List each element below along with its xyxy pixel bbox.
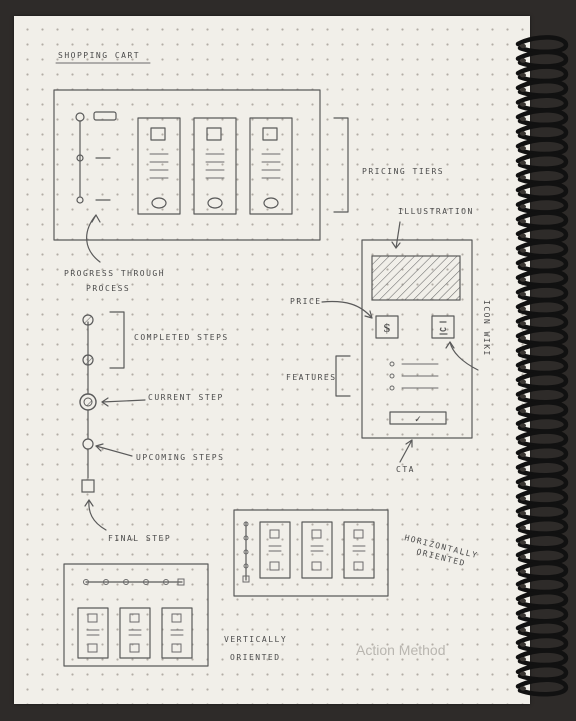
progress-label-line1: PROGRESS THROUGH — [64, 269, 165, 278]
pricing-tiers-bracket — [333, 117, 349, 213]
punch-hole — [520, 584, 526, 589]
punch-hole — [520, 102, 526, 107]
punch-hole — [520, 189, 526, 195]
punch-hole — [520, 540, 526, 545]
punch-hole — [520, 511, 526, 516]
punch-hole — [520, 394, 526, 399]
final-step-arrow — [88, 499, 107, 531]
punch-hole — [520, 321, 526, 326]
punch-hole — [520, 248, 526, 253]
upcoming-steps-label: UPCOMING STEPS — [136, 453, 224, 462]
illustration-label: ILLUSTRATION — [398, 207, 474, 216]
punch-hole — [520, 598, 526, 603]
tier-icon-arrow — [449, 341, 479, 371]
punch-hole — [520, 204, 526, 209]
punch-hole — [520, 408, 526, 414]
punch-hole — [520, 87, 526, 93]
progress-arrow — [86, 214, 101, 263]
punch-hole — [520, 627, 526, 633]
punch-hole — [520, 613, 526, 618]
wireframe-vertical — [63, 563, 209, 667]
dollar-icon: $ — [383, 321, 391, 335]
punch-hole — [520, 525, 526, 530]
price-arrow — [321, 300, 373, 319]
spiral-coil — [515, 677, 569, 697]
punch-hole — [520, 58, 526, 63]
illustration-arrow — [395, 221, 401, 249]
punch-hole — [520, 292, 526, 297]
punch-hole — [520, 642, 526, 647]
punch-hole — [520, 438, 526, 443]
punch-hole — [520, 365, 526, 370]
punch-hole — [520, 496, 526, 501]
brand-watermark: Action Method — [356, 642, 446, 658]
cta-label: CTA — [396, 465, 415, 474]
completed-steps-label: COMPLETED STEPS — [134, 333, 229, 342]
punch-hole — [520, 569, 526, 574]
punch-hole — [520, 146, 526, 151]
punch-hole — [520, 452, 526, 457]
punch-hole — [520, 116, 526, 122]
punch-hole — [520, 671, 526, 676]
current-step-arrow — [101, 399, 146, 403]
tier-card — [249, 117, 293, 215]
punch-hole — [520, 467, 526, 472]
punch-hole — [520, 43, 526, 49]
tier-icon-label: ICON WIKI — [482, 300, 491, 357]
vertically-label-line1: VERTICALLY — [224, 635, 287, 644]
punch-hole — [520, 233, 526, 238]
punch-hole — [520, 379, 526, 384]
punch-hole — [520, 219, 526, 224]
punch-hole — [520, 554, 526, 560]
final-step-label: FINAL STEP — [108, 534, 171, 543]
punch-hole — [520, 686, 526, 691]
completed-steps-bracket — [109, 311, 125, 369]
notebook-page — [14, 16, 530, 704]
punch-hole — [520, 277, 526, 282]
wireframe-horizontal — [233, 509, 389, 597]
punch-hole — [520, 131, 526, 136]
punch-hole — [520, 350, 526, 355]
current-step-label: CURRENT STEP — [148, 393, 224, 402]
wireframe-main — [53, 89, 321, 241]
vertically-label-line2: ORIENTED — [230, 653, 281, 662]
tier-card — [193, 117, 237, 215]
punch-hole — [520, 335, 526, 341]
price-label: PRICE — [290, 297, 322, 306]
tier-card — [137, 117, 181, 215]
punch-hole — [520, 306, 526, 311]
progress-label-line2: PROCESS — [86, 284, 130, 293]
punch-hole — [520, 175, 526, 180]
cta-arrow — [399, 439, 413, 463]
punch-hole — [520, 73, 526, 78]
punch-hole — [520, 481, 526, 487]
progress-arrowhead — [91, 214, 101, 223]
tier-card-detail: $ ✓ — [361, 239, 473, 439]
progress-stepper-detail — [79, 314, 97, 493]
pricing-tiers-label: PRICING TIERS — [362, 167, 444, 176]
tier-icon — [439, 321, 448, 335]
punch-hole — [520, 160, 526, 165]
features-bracket — [335, 355, 351, 397]
spiral-binding-icon — [515, 35, 569, 697]
sketch-title: SHOPPING CART — [58, 51, 140, 60]
punch-hole — [520, 423, 526, 428]
features-label: FEATURES — [286, 373, 337, 382]
check-icon: ✓ — [414, 415, 422, 425]
punch-hole — [520, 262, 526, 268]
punch-hole — [520, 657, 526, 662]
upcoming-steps-arrow — [95, 445, 133, 457]
